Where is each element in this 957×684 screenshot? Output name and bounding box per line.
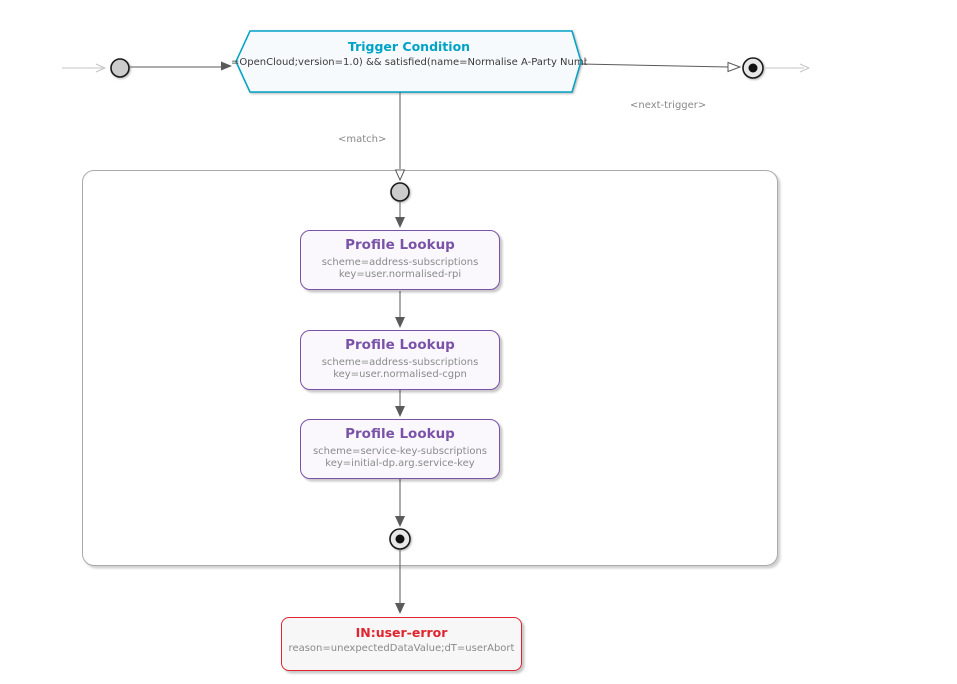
profile-lookup-title: Profile Lookup — [345, 337, 455, 353]
trigger-condition-title: Trigger Condition — [347, 39, 471, 54]
open-arrowhead-icon — [727, 61, 742, 73]
profile-lookup-node-1: Profile Lookup scheme=address-subscripti… — [300, 230, 500, 290]
filled-arrowhead-icon — [395, 217, 405, 228]
filled-arrowhead-icon — [395, 406, 405, 417]
filled-arrowhead-icon — [395, 603, 405, 614]
profile-lookup-title: Profile Lookup — [345, 237, 455, 253]
trigger-condition-hexagon — [235, 30, 582, 93]
filled-arrowhead-icon — [221, 61, 232, 71]
profile-lookup-scheme: scheme=service-key-subscriptions — [312, 446, 488, 457]
profile-lookup-node-2: Profile Lookup scheme=address-subscripti… — [300, 330, 500, 390]
inner-end-state-dot — [395, 534, 405, 544]
filled-arrowhead-icon — [395, 516, 405, 527]
outgoing-arrowhead-icon — [799, 63, 811, 73]
incoming-arrowhead-icon — [95, 63, 107, 73]
end-state-dot — [748, 63, 758, 73]
profile-lookup-key: key=user.normalised-rpi — [338, 269, 462, 280]
trigger-condition-expression: =OpenCloud;version=1.0) && satisfied(nam… — [231, 57, 587, 68]
edge-trigger-to-next — [580, 63, 729, 68]
user-error-title: IN:user-error — [355, 625, 448, 640]
user-error-node: IN:user-error reason=unexpectedDataValue… — [281, 617, 522, 671]
profile-lookup-scheme: scheme=address-subscriptions — [321, 257, 479, 268]
profile-lookup-title: Profile Lookup — [345, 426, 455, 442]
profile-lookup-key: key=user.normalised-cgpn — [333, 369, 467, 380]
match-edge-label: <match> — [338, 134, 387, 145]
open-arrowhead-icon — [394, 169, 406, 182]
profile-lookup-key: key=initial-dp.arg.service-key — [325, 458, 475, 469]
next-trigger-edge-label: <next-trigger> — [630, 100, 707, 111]
user-error-detail: reason=unexpectedDataValue;dT=userAbort — [288, 643, 515, 654]
profile-lookup-node-3: Profile Lookup scheme=service-key-subscr… — [300, 419, 500, 479]
profile-lookup-scheme: scheme=address-subscriptions — [321, 357, 479, 368]
start-state-node — [110, 58, 130, 78]
filled-arrowhead-icon — [395, 317, 405, 328]
inner-start-state-node — [390, 182, 410, 202]
